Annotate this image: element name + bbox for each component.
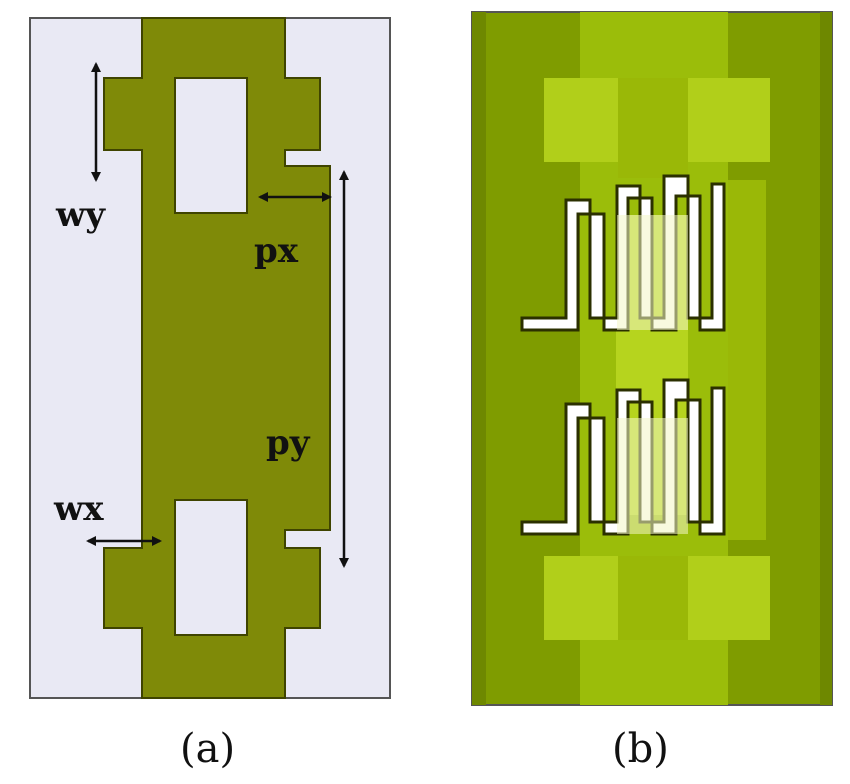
panel-a: wy px py wx (a) (29, 17, 391, 772)
label-py: py (266, 423, 311, 463)
panel-b: (b) (471, 11, 833, 772)
panel-a-slot-top (174, 77, 248, 214)
panel-b-slot-ghost-top (618, 78, 688, 178)
panel-b-left-edge (472, 12, 486, 705)
panel-b-right-strip (728, 180, 766, 540)
caption-b: (b) (612, 726, 669, 772)
meander-tint-bottom (617, 418, 688, 534)
panel-b-slot-ghost-bottom (618, 556, 688, 640)
label-px: px (254, 231, 299, 271)
label-wx: wx (53, 489, 104, 529)
panel-a-metal-strip (103, 17, 331, 699)
meander-tint-top (617, 215, 688, 330)
caption-a: (a) (180, 726, 235, 772)
panel-a-slot-bottom (174, 499, 248, 636)
panel-b-right-edge (820, 12, 832, 705)
label-wy: wy (55, 195, 106, 235)
